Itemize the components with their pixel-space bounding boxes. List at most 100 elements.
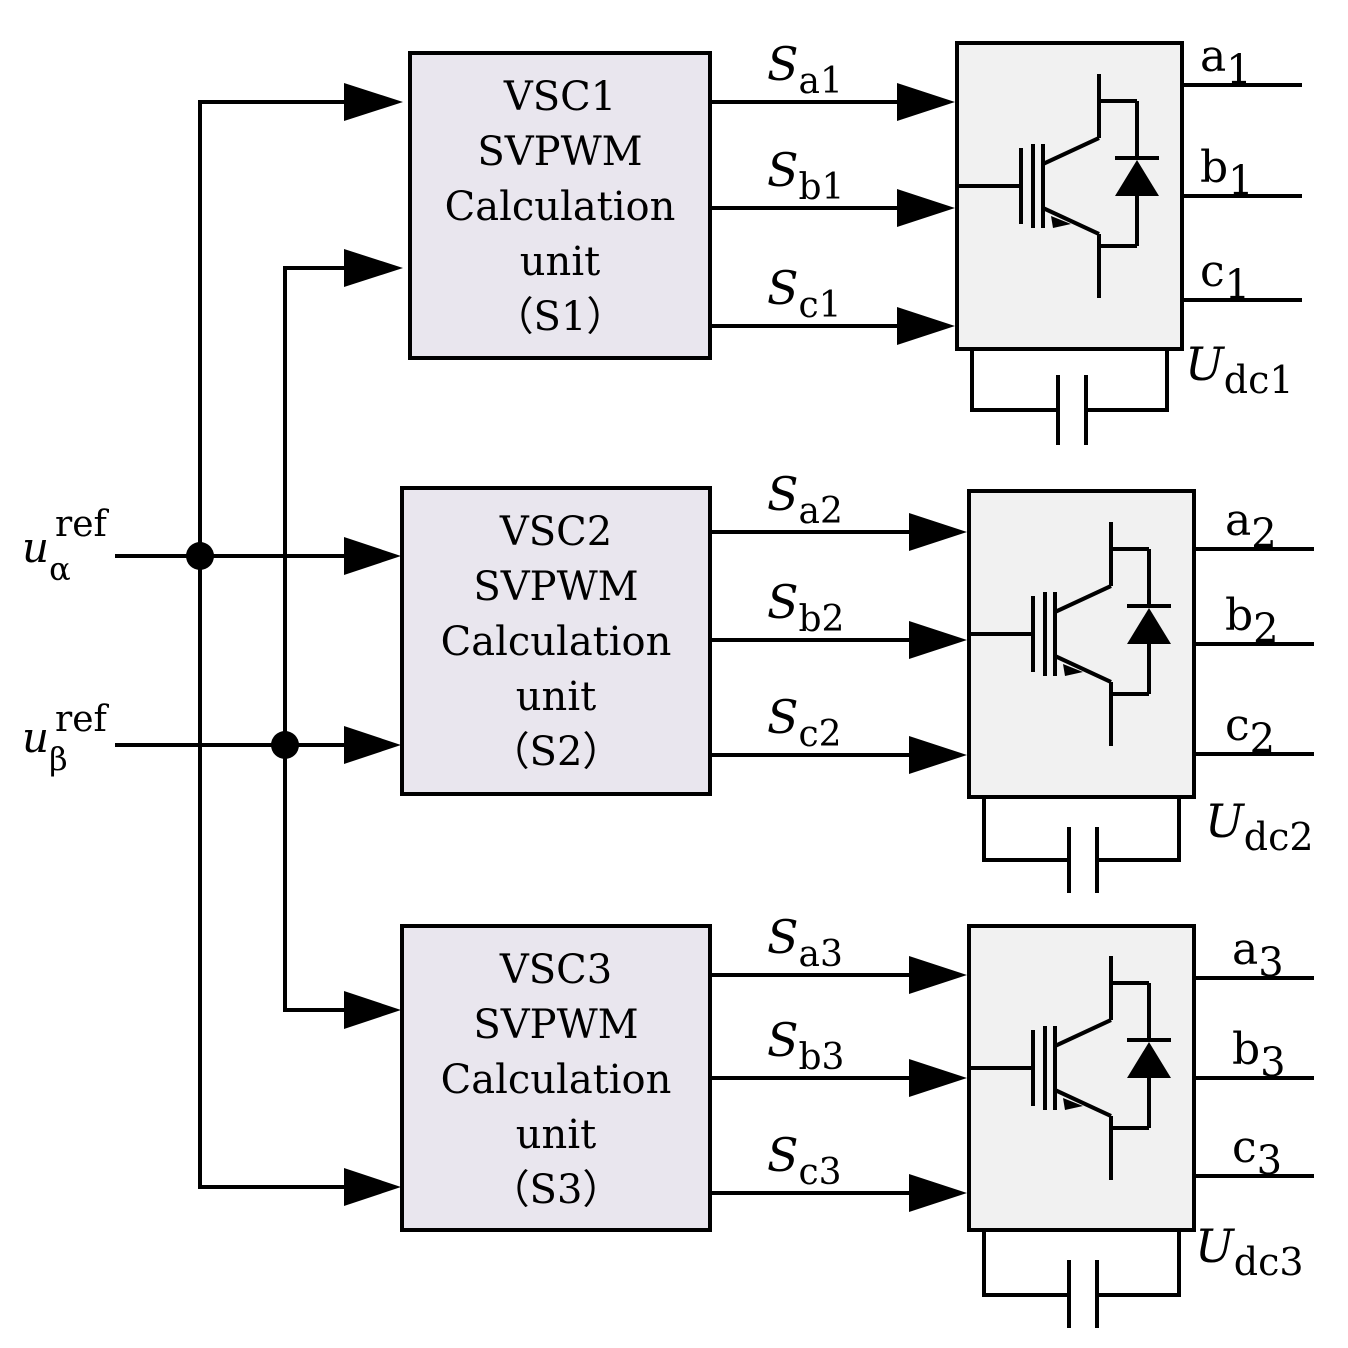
phase-label-a2-sub: 2: [1251, 511, 1276, 557]
signal-label-b3: Sb3: [767, 1013, 844, 1078]
calc-box-line: Calculation: [441, 1057, 672, 1103]
signal-label-c2: Sc2: [767, 690, 842, 755]
phase-label-a1: a1: [1200, 31, 1252, 93]
diode-triangle: [1115, 160, 1159, 196]
signal-label-c1: Sc1: [767, 261, 842, 326]
phase-label-c3-base: c: [1232, 1122, 1257, 1173]
phase-label-a3: a3: [1232, 924, 1284, 986]
u-beta-label: uβref: [22, 699, 110, 778]
u-alpha-label: uαref: [22, 504, 110, 588]
u-alpha-base: u: [22, 523, 49, 572]
vsc-unit-3: VSC3SVPWMCalculationunit（S3）Sa3Sb3Sc3a3b…: [400, 910, 1314, 1328]
calc-box-line: SVPWM: [473, 1002, 638, 1048]
arrow-head: [344, 83, 403, 121]
signal-label-c3-sub: c3: [799, 1152, 842, 1193]
phase-label-a2-base: a: [1225, 495, 1251, 546]
calc-box-line: SVPWM: [473, 564, 638, 610]
phase-label-a3-sub: 3: [1258, 940, 1283, 986]
calc-box-line: unit: [516, 674, 596, 720]
phase-label-c1: c1: [1200, 246, 1250, 308]
phase-label-b3-base: b: [1232, 1024, 1260, 1075]
signal-label-c2-sub: c2: [799, 714, 842, 755]
phase-label-a3-base: a: [1232, 924, 1258, 975]
calc-box-line: （S2）: [490, 729, 623, 775]
calc-box-line: SVPWM: [477, 129, 642, 175]
arrow-head: [909, 956, 967, 994]
phase-label-c1-base: c: [1200, 246, 1225, 297]
u-beta-sub: β: [49, 740, 68, 778]
calc-box-line: VSC2: [499, 509, 612, 555]
dc-voltage-label-sub: dc2: [1244, 815, 1314, 859]
emitter-arrow: [1051, 216, 1071, 228]
igbt-diode-icon: [969, 956, 1171, 1180]
signal-label-c1-base: S: [767, 261, 799, 315]
calc-box-line: VSC1: [503, 74, 616, 120]
collector-link: [1054, 1018, 1112, 1048]
svpwm-calc-box: [408, 51, 712, 360]
signal-label-a1-sub: a1: [799, 61, 843, 102]
signal-label-a3-base: S: [767, 910, 799, 964]
arrow-head: [344, 1168, 401, 1206]
arrow-head: [909, 1059, 967, 1097]
phase-label-c2-base: c: [1225, 700, 1250, 751]
phase-label-b2-base: b: [1225, 590, 1253, 641]
phase-label-b3-sub: 3: [1260, 1040, 1285, 1086]
dc-voltage-label-sub: dc3: [1234, 1240, 1304, 1284]
signal-label-c3: Sc3: [767, 1128, 842, 1193]
u-beta-base: u: [22, 713, 49, 762]
signal-label-c2-base: S: [767, 690, 799, 744]
signal-label-b3-sub: b3: [799, 1037, 845, 1078]
arrow-head: [909, 736, 967, 774]
signal-label-b2-sub: b2: [799, 599, 845, 640]
emitter-arrow: [1063, 664, 1083, 676]
dc-capacitor: [970, 349, 1169, 445]
emitter-link: [1054, 1088, 1112, 1118]
beta-junction-dot: [271, 731, 299, 759]
phase-label-b1-sub: 1: [1228, 158, 1253, 204]
vsc-unit-2: VSC2SVPWMCalculationunit（S2）Sa2Sb2Sc2a2b…: [400, 467, 1314, 893]
phase-label-b2: b2: [1225, 590, 1279, 652]
calc-box-line: Calculation: [445, 184, 676, 230]
calc-box-line: unit: [516, 1112, 596, 1158]
signal-label-a3: Sa3: [767, 910, 843, 975]
arrow-head: [897, 83, 955, 121]
dc-voltage-label: Udc2: [1205, 794, 1314, 859]
phase-label-b1-base: b: [1200, 142, 1228, 193]
phase-label-c2-sub: 2: [1250, 716, 1275, 762]
arrow-head: [344, 249, 403, 287]
signal-label-b2: Sb2: [767, 575, 844, 640]
phase-label-b2-sub: 2: [1253, 606, 1278, 652]
vsc-unit-1: VSC1SVPWMCalculationunit（S1）Sa1Sb1Sc1a1b…: [408, 31, 1302, 445]
phase-label-c3: c3: [1232, 1122, 1282, 1184]
calc-box-line: （S1）: [494, 294, 627, 340]
dc-voltage-label: Udc3: [1195, 1219, 1304, 1284]
u-beta-sup: ref: [55, 699, 110, 740]
input-bus: [115, 83, 403, 1206]
emitter-link: [1054, 654, 1112, 684]
phase-label-a2: a2: [1225, 495, 1277, 557]
calc-box-line: unit: [520, 239, 600, 285]
collector-link: [1054, 584, 1112, 614]
phase-label-c2: c2: [1225, 700, 1275, 762]
signal-label-a1-base: S: [767, 37, 799, 91]
signal-label-a2: Sa2: [767, 467, 843, 532]
diode-triangle: [1127, 1042, 1171, 1078]
signal-label-b1-sub: b1: [799, 167, 845, 208]
dc-voltage-label-base: U: [1205, 794, 1246, 848]
dc-voltage-label: Udc1: [1185, 337, 1294, 402]
emitter-arrow: [1063, 1098, 1083, 1110]
signal-label-a2-sub: a2: [799, 491, 843, 532]
diode-triangle: [1127, 608, 1171, 644]
arrow-head: [344, 726, 401, 764]
emitter-link: [1042, 206, 1100, 236]
phase-label-a1-base: a: [1200, 31, 1226, 82]
dc-voltage-label-sub: dc1: [1224, 358, 1294, 402]
vsc-units: VSC1SVPWMCalculationunit（S1）Sa1Sb1Sc1a1b…: [400, 31, 1314, 1328]
phase-label-b1: b1: [1200, 142, 1254, 204]
phase-label-c3-sub: 3: [1257, 1138, 1282, 1184]
arrow-head: [897, 189, 955, 227]
signal-label-b2-base: S: [767, 575, 799, 629]
phase-label-b3: b3: [1232, 1024, 1286, 1086]
calc-box-line: VSC3: [499, 947, 612, 993]
signal-label-c1-sub: c1: [799, 285, 842, 326]
